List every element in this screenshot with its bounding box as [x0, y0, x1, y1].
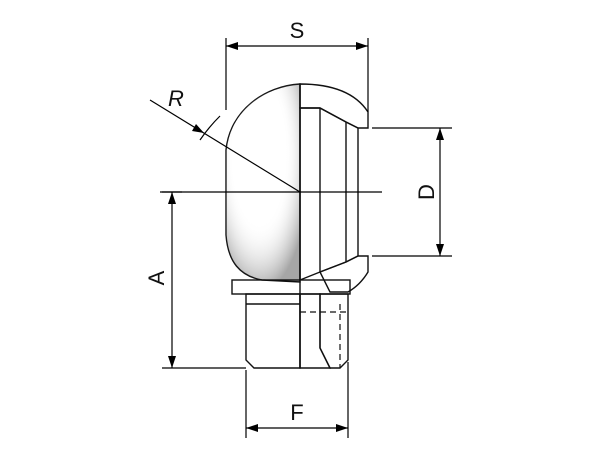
dimension-s-label: S [290, 18, 305, 43]
dimension-s: S [225, 18, 369, 112]
dimension-d-label: D [414, 184, 439, 200]
bore-surface [299, 107, 359, 282]
stem-section [319, 293, 349, 369]
dimension-f: F [245, 362, 349, 438]
dimension-f-label: F [290, 400, 303, 425]
threaded-stem [245, 293, 301, 369]
section-bottom [319, 255, 369, 293]
fitting-body [225, 83, 369, 369]
stem-bore [299, 293, 332, 369]
dimension-a-label: A [144, 270, 169, 285]
section-top [299, 83, 369, 129]
dimension-a: A [144, 191, 246, 369]
dimension-d: D [372, 127, 452, 257]
dimension-r: R [149, 86, 301, 193]
dimension-r-label: R [168, 86, 184, 111]
